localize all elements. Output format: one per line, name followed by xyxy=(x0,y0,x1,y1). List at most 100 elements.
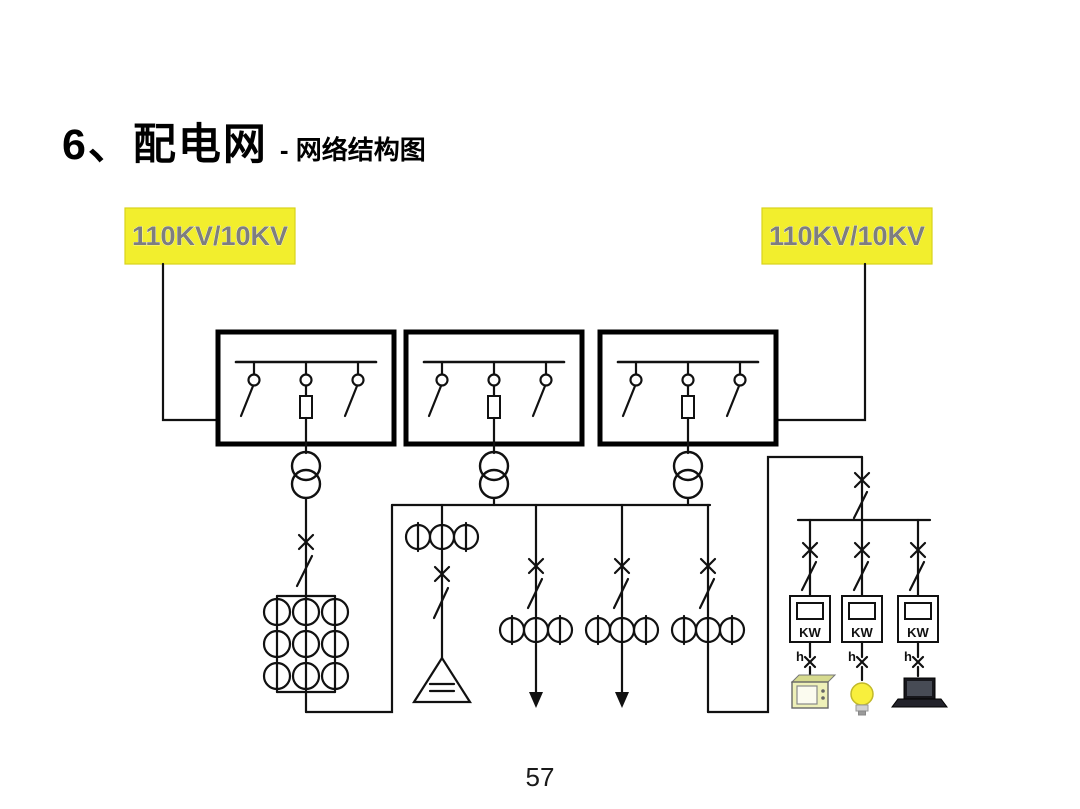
meter-drop-2: KW h xyxy=(841,518,883,682)
delta-capacitor xyxy=(411,655,473,704)
meter-h-label: h xyxy=(848,649,856,664)
x-mark xyxy=(297,533,315,551)
page-title: 6、配电网 - 网络结构图 xyxy=(62,110,426,172)
meter-display xyxy=(796,602,824,620)
bulb-screw xyxy=(858,710,866,716)
transformer-2 xyxy=(478,442,510,500)
switchgear-panel-1 xyxy=(215,329,397,447)
x-mark xyxy=(433,565,451,583)
switch-blade xyxy=(698,577,716,610)
meter-subnet-feed xyxy=(796,455,932,522)
disconnect-x xyxy=(433,565,451,583)
fuse-box xyxy=(299,395,313,419)
incoming-line-left xyxy=(161,262,220,422)
switch-blade xyxy=(343,384,359,418)
transformer-coil xyxy=(672,468,704,500)
switch-blade xyxy=(427,384,443,418)
bulb-base xyxy=(855,704,869,712)
bulb-glass xyxy=(850,682,874,706)
substation-right-label: 110KV/10KV xyxy=(769,221,925,251)
arrow-down xyxy=(615,692,629,708)
contact-circle xyxy=(299,373,313,387)
x-mark xyxy=(613,557,631,575)
feeder-cable-left xyxy=(262,496,394,714)
contact-circle xyxy=(733,373,747,387)
meter-h-label: h xyxy=(796,649,804,664)
disconnect-x xyxy=(853,541,871,559)
contact-circle xyxy=(539,373,553,387)
disconnect-x xyxy=(803,655,817,669)
laptop-display xyxy=(907,681,932,696)
meter-kw-label: KW xyxy=(907,625,929,640)
switch-blade xyxy=(725,384,741,418)
switch-blade xyxy=(239,384,255,418)
fuse-box xyxy=(681,395,695,419)
switch-blade xyxy=(908,560,926,592)
x-mark xyxy=(801,541,819,559)
contact-circle xyxy=(681,373,695,387)
switch-blade xyxy=(612,577,630,610)
switchgear-panel-3 xyxy=(597,329,779,447)
transformer-coil xyxy=(478,450,510,482)
substation-left: 110KV/10KV xyxy=(124,207,296,265)
x-mark xyxy=(853,471,871,489)
tv-knob xyxy=(821,689,825,693)
meter-display xyxy=(848,602,876,620)
switch-blade xyxy=(295,554,314,588)
tv-appliance-icon xyxy=(790,674,837,709)
ring-return-line xyxy=(304,503,394,714)
meter-kw-label: KW xyxy=(851,625,873,640)
light-bulb-icon xyxy=(850,682,874,716)
incoming-line-right xyxy=(774,262,867,422)
substation-right-box xyxy=(761,207,933,265)
disconnect-x xyxy=(613,557,631,575)
substation-right: 110KV/10KV xyxy=(761,207,933,265)
transformer-coil xyxy=(290,468,322,500)
switch-blade xyxy=(432,586,450,620)
x-mark xyxy=(699,557,717,575)
switch-blade xyxy=(531,384,547,418)
x-mark xyxy=(527,557,545,575)
disconnect-x xyxy=(527,557,545,575)
x-mark xyxy=(855,655,869,669)
switch-blade xyxy=(621,384,637,418)
meter-display xyxy=(904,602,932,620)
substation-left-box xyxy=(124,207,296,265)
contact-circle xyxy=(629,373,643,387)
tv-top xyxy=(790,674,837,683)
feeder-outgoing-2 xyxy=(584,503,660,708)
laptop-icon xyxy=(891,677,948,708)
feeder-outgoing-1 xyxy=(498,503,574,708)
fuse-box xyxy=(487,395,501,419)
contact-circle xyxy=(351,373,365,387)
meter-drop-1: KW h xyxy=(789,518,831,680)
disconnect-x xyxy=(911,655,925,669)
switchgear-panel-2 xyxy=(403,329,585,447)
disconnect-x xyxy=(855,655,869,669)
transformer-coil xyxy=(290,450,322,482)
tv-knob xyxy=(821,696,825,700)
disconnect-x xyxy=(801,541,819,559)
disconnect-x xyxy=(909,541,927,559)
switch-blade xyxy=(526,577,544,610)
x-mark xyxy=(911,655,925,669)
meter-kw-label: KW xyxy=(799,625,821,640)
feeder-capacitor-bank xyxy=(404,503,480,704)
laptop-base xyxy=(891,698,948,708)
transformer-1 xyxy=(290,442,322,500)
contact-circle xyxy=(487,373,501,387)
title-main: 6、配电网 xyxy=(62,121,268,169)
transformer-coil xyxy=(478,468,510,500)
x-mark xyxy=(909,541,927,559)
meter-h-label: h xyxy=(904,649,912,664)
transformer-coil xyxy=(672,450,704,482)
title-subtitle: - 网络结构图 xyxy=(279,135,426,165)
disconnect-x xyxy=(699,557,717,575)
contact-circle xyxy=(435,373,449,387)
loop-line xyxy=(706,455,864,714)
switch-blade xyxy=(852,490,869,520)
contact-circle xyxy=(247,373,261,387)
disconnect-x xyxy=(297,533,315,551)
feeder-to-meters xyxy=(670,455,864,714)
